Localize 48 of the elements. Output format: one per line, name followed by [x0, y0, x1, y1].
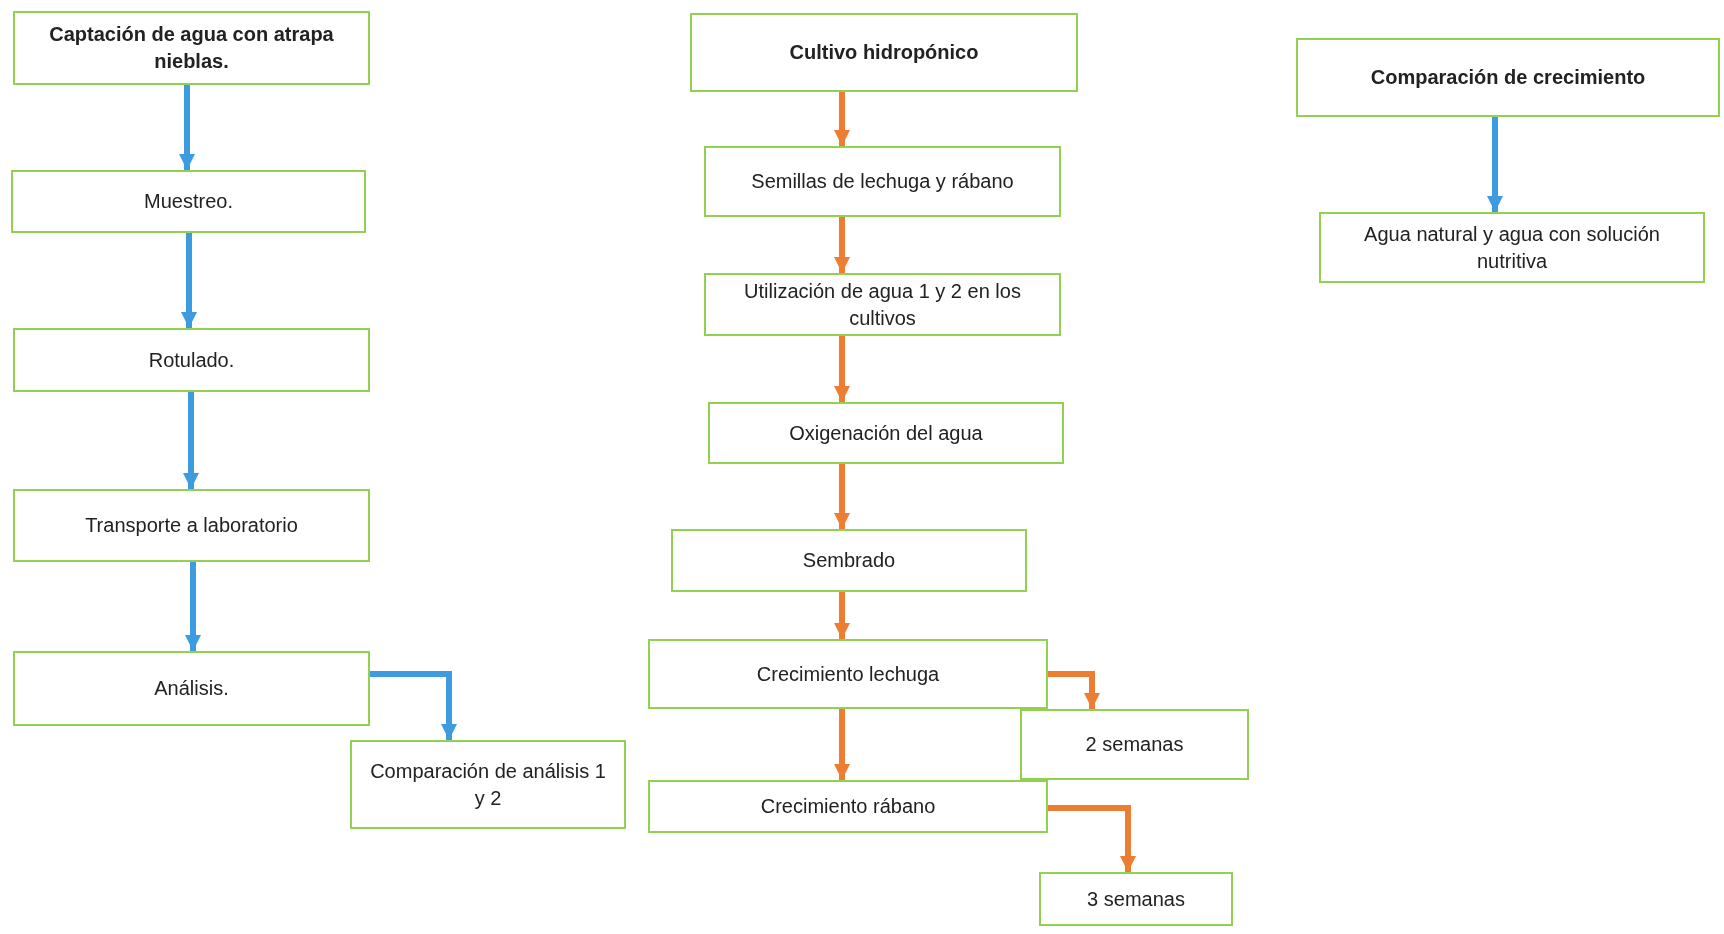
process-box — [13, 11, 370, 85]
process-box — [690, 13, 1078, 92]
box-text: 2 semanas — [1085, 732, 1184, 757]
box-text: Transporte a laboratorio — [85, 513, 298, 538]
box-text: Muestreo. — [144, 189, 233, 214]
process-box — [704, 146, 1061, 217]
process-box — [648, 639, 1048, 709]
arrow — [183, 392, 199, 489]
arrow — [834, 592, 850, 639]
arrow — [1487, 117, 1503, 212]
process-box — [13, 651, 370, 726]
arrow — [834, 92, 850, 146]
process-box — [350, 740, 626, 829]
box-text: Oxigenación del agua — [789, 420, 983, 446]
arrow — [185, 562, 201, 651]
process-box — [708, 402, 1064, 464]
box-text: Utilización de agua 1 y 2 en los cultivos — [743, 278, 1022, 331]
process-box — [648, 780, 1048, 833]
arrow — [834, 709, 850, 780]
arrow — [370, 671, 457, 740]
arrow — [834, 464, 850, 529]
box-text: Sembrado — [802, 548, 896, 573]
process-box — [13, 328, 370, 392]
process-box — [704, 273, 1061, 336]
box-text: Agua natural y agua con solución nutritiva — [1363, 221, 1661, 274]
box-text: Rotulado. — [148, 347, 235, 373]
box-text: Análisis. — [154, 676, 229, 701]
box-text: Crecimiento rábano — [760, 794, 936, 819]
box-text: Crecimiento lechuga — [756, 661, 940, 687]
process-box — [1296, 38, 1720, 117]
box-text: Cultivo hidropónico — [789, 40, 979, 65]
arrow — [834, 336, 850, 402]
process-box — [1319, 212, 1705, 283]
arrow — [181, 233, 197, 328]
box-text: Comparación de análisis 1 y 2 — [369, 758, 607, 811]
process-box — [13, 489, 370, 562]
process-box — [1039, 872, 1233, 926]
arrow — [1048, 805, 1136, 872]
arrow — [1048, 671, 1100, 709]
box-text: Comparación de crecimiento — [1370, 65, 1646, 90]
process-box — [11, 170, 366, 233]
box-text: Captación de agua con atrapa nieblas. — [48, 22, 335, 74]
process-box — [1020, 709, 1249, 780]
arrow — [179, 85, 195, 170]
arrow — [834, 217, 850, 273]
box-text: 3 semanas — [1087, 886, 1185, 912]
box-text: Semillas de lechuga y rábano — [751, 169, 1014, 194]
process-box — [671, 529, 1027, 592]
